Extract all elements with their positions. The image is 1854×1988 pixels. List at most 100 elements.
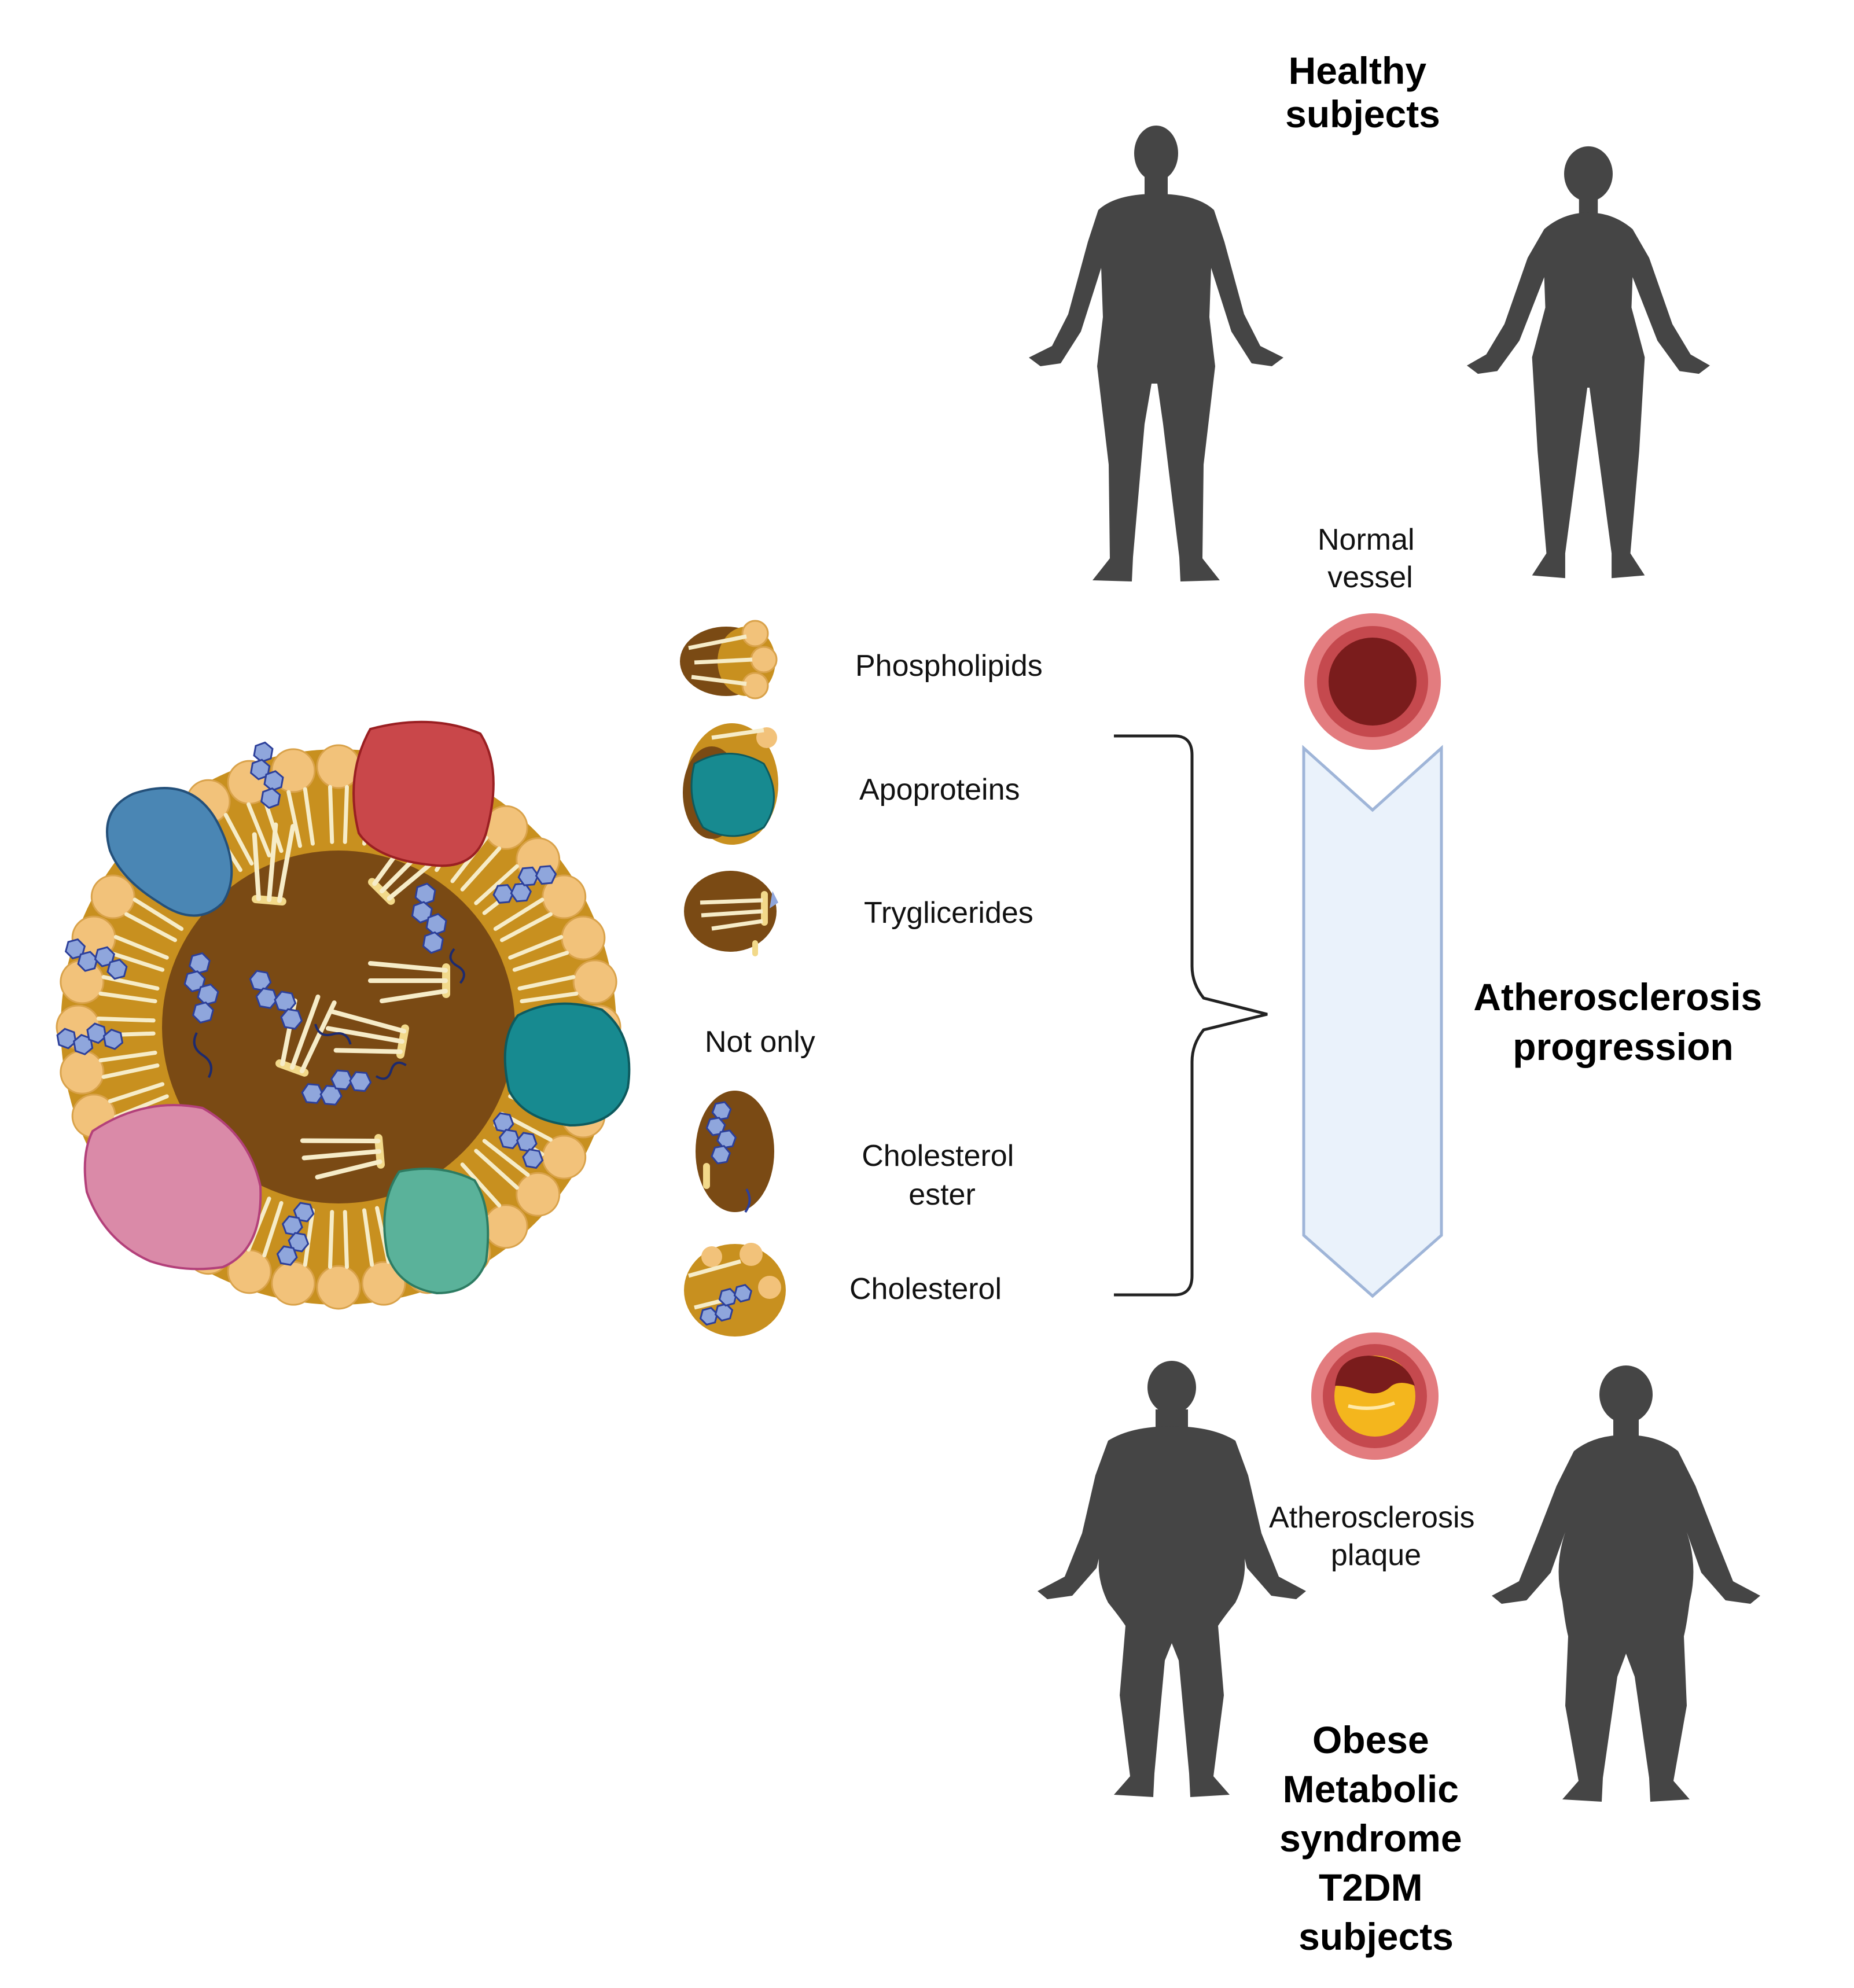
triglyceride-molecule [300,1134,385,1180]
phospholipid-tail [343,785,350,844]
cholesterol-molecule [250,741,284,809]
triglyceride-molecule [252,822,296,906]
cholesterol-icon [684,1243,786,1337]
healthy-man-silhouette [1029,126,1283,581]
cholesterol-ring [711,1145,731,1165]
cholesterol-ring [733,1284,752,1303]
ester-chain [375,1061,407,1080]
cholesterol-ring [260,787,281,809]
grouping-brace [1114,734,1268,1297]
cholesterol-ring [414,882,436,905]
cholesterol-ring [197,983,219,1006]
cholesterol-molecule [492,865,557,904]
phospholipid-head [542,1135,587,1180]
cholesterol-ring [280,1008,303,1030]
ester-chain [193,1032,212,1078]
phospholipid-tail [262,1201,284,1258]
phospholipid-tail [328,1210,334,1269]
cholesterol-ring [192,1001,215,1024]
atherosclerosis-progression-title: Atherosclerosis progression [1473,975,1772,1068]
phospholipid-tail [101,1063,160,1079]
phospholipid-tail [247,802,271,857]
cholesterol-molecule [64,938,128,980]
component-legend: Phospholipids Apoproteins Tryglicerides … [680,620,1268,1337]
cholesterol-ring [288,1232,310,1253]
phospholipid-tail [286,790,302,848]
phospholipid-tail [303,787,315,846]
phospholipid-tail [98,1051,157,1063]
cholesterol-molecule [276,1202,315,1266]
phospholipid-tail [512,951,569,972]
cholesterol-molecule [705,1101,737,1165]
phospholipid-tail [493,897,545,931]
atherosclerosis-plaque-label: Atherosclerosis plaque [1269,1501,1483,1572]
cholesterol-ring [102,1028,124,1050]
cholesterol-ring [94,946,115,967]
label-apoproteins: Apoproteins [859,773,1020,807]
cholesterol-molecule [411,882,447,954]
phospholipid-head [516,1172,561,1217]
lipoprotein-particle [56,720,631,1310]
apoprotein-green [383,1168,490,1295]
cholesterol-molecule [56,1022,124,1055]
cholesterol-ring [422,931,444,954]
phospholipid-tail [508,935,564,960]
phospholipid-tail [343,1210,350,1269]
cholesterol-ring [699,1306,719,1326]
cholesterol-ester-icon [696,1091,774,1213]
cholesterol-ring [276,1245,298,1266]
phospholipid-tail [108,951,165,972]
cholesterol-ring [253,741,274,763]
label-phospholipids: Phospholipids [855,649,1043,683]
cholesterol-ring [492,884,514,904]
phospholipid-tail [124,912,177,943]
cholesterol-ring [492,1112,514,1133]
phospholipid-tail [96,1016,156,1023]
phospholipid-head [60,1050,105,1095]
ester-chain [314,1024,352,1045]
ester-chain [449,948,465,984]
cholesterol-ring [249,970,272,992]
cholesterol-ring [535,865,557,885]
phospholipid-tail [460,1162,502,1207]
cholesterol-molecule [699,1284,752,1326]
plaque-vessel-icon [1311,1332,1439,1460]
phospholipids-icon [680,620,778,700]
triglyceride-molecule [325,1008,409,1059]
phospholipid-tail [98,991,157,1003]
phospholipid-head [483,1204,528,1249]
triglyceride-molecule [368,961,450,1003]
cholesterol-ring [188,952,211,975]
label-triglycerides: Tryglicerides [864,896,1033,930]
cholesterol-ring [293,1202,315,1223]
cholesterol-molecule [249,970,303,1030]
phospholipid-tail [474,1148,519,1190]
cholesterol-ring [106,959,128,980]
apoprotein-red [352,720,495,867]
apoprotein-blue [106,787,233,917]
cholesterol-ring [711,1101,732,1121]
cholesterol-molecule [492,1112,544,1169]
phospholipid-tail [500,912,553,943]
progression-arrow [1302,745,1443,1298]
cholesterol-ring [425,912,447,936]
cholesterol-ring [330,1069,354,1091]
phospholipid-head [90,874,135,919]
obese-subjects-title: Obese Metabolic syndrome T2DM subjects [1279,1718,1473,1958]
obese-woman-silhouette [1492,1365,1760,1802]
apoprotein-pink [83,1104,262,1271]
apoproteins-icon [683,723,778,845]
phospholipid-head [361,1261,406,1306]
phospholipid-tail [108,1082,165,1103]
phospholipid-head [271,1261,316,1306]
healthy-subjects-title: Healthy subjects [1285,49,1440,135]
cholesterol-ring [716,1129,737,1149]
cholesterol-molecule [183,952,219,1024]
cholesterol-ring [86,1022,107,1044]
cholesterol-ring [522,1148,544,1169]
phospholipid-tail [474,864,519,905]
cholesterol-molecule [301,1069,372,1106]
phospholipid-tail [517,975,576,991]
triglycerides-icon [684,871,778,956]
phospholipid-tail [133,897,184,931]
